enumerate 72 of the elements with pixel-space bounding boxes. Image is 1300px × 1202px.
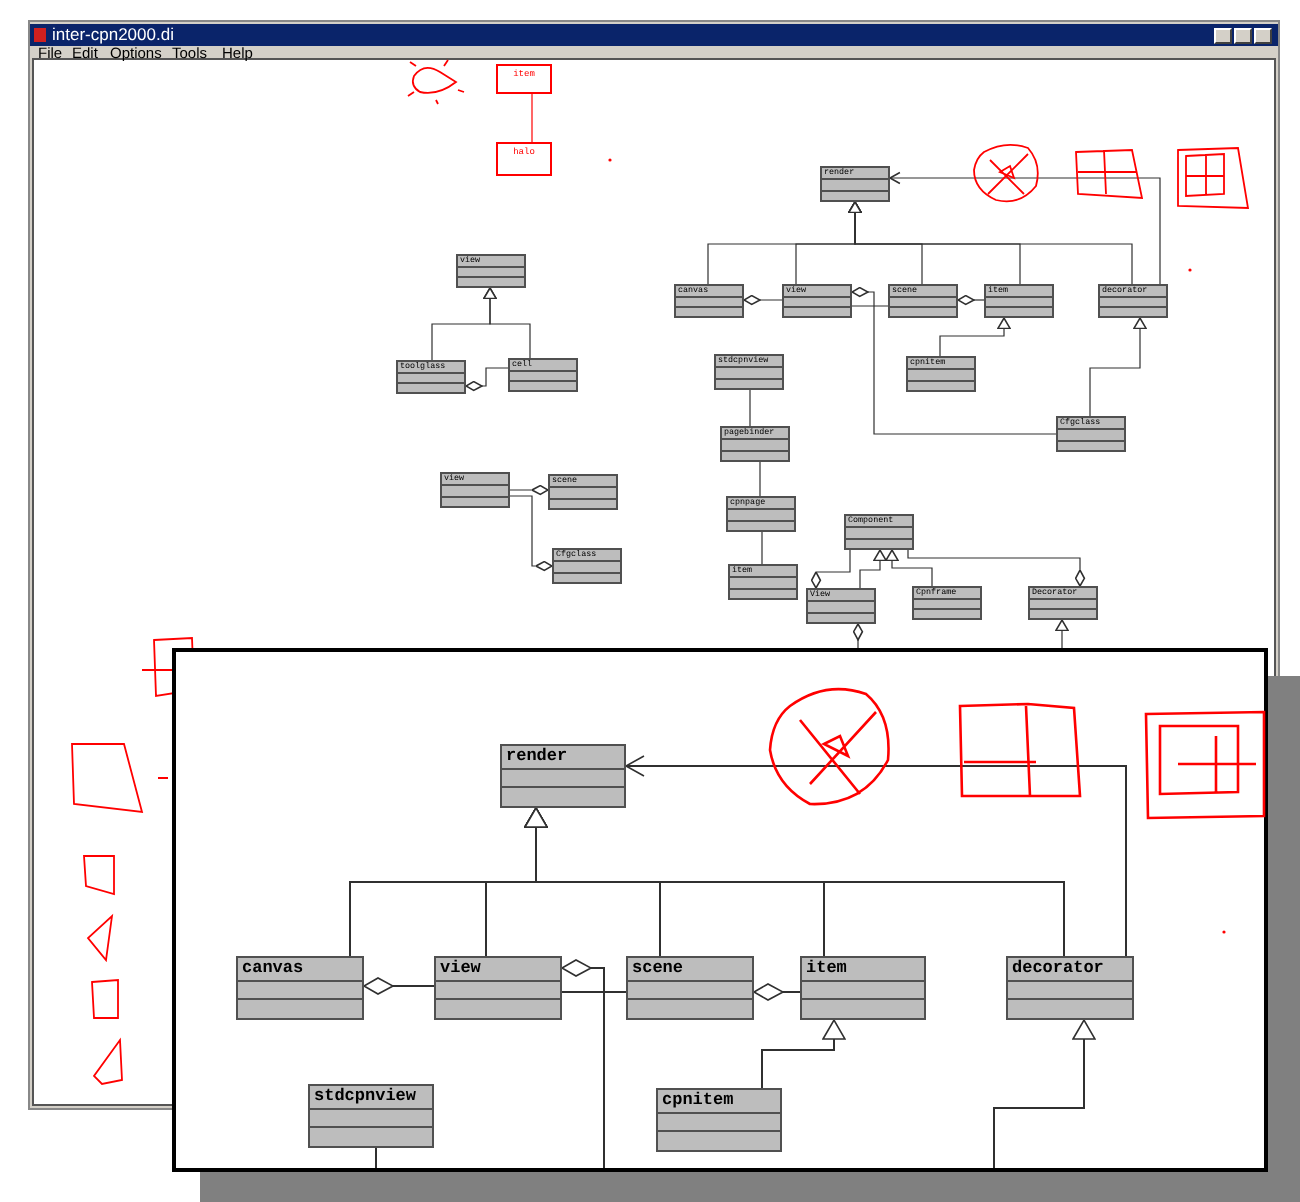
connector-line — [561, 991, 627, 993]
window-title: inter-cpn2000.di — [52, 26, 174, 44]
inheritance-arrow — [1055, 619, 1069, 649]
class-box — [552, 548, 622, 584]
inheritance-arrow — [761, 1019, 846, 1089]
class-name: canvas — [240, 958, 306, 979]
class-box — [1056, 416, 1126, 452]
class-box — [440, 472, 510, 508]
class-box — [984, 284, 1054, 318]
class-box — [1028, 586, 1098, 620]
class-box — [714, 354, 784, 390]
aggregation-line — [851, 286, 1057, 435]
class-box — [844, 514, 914, 550]
class-box — [236, 956, 364, 1020]
inheritance-arrow — [483, 287, 531, 359]
inheritance-arrow — [848, 201, 1133, 285]
class-box — [508, 358, 578, 392]
class-box — [434, 956, 562, 1020]
association-arrow — [889, 171, 1161, 285]
inheritance-arrow — [1089, 317, 1147, 417]
sketch-box — [496, 142, 552, 176]
sketch-box — [496, 64, 552, 94]
class-box — [728, 564, 798, 600]
aggregation-line — [509, 495, 553, 572]
class-box — [456, 254, 526, 288]
aggregation-line — [363, 977, 435, 995]
aggregation-line — [907, 549, 1086, 587]
aggregation-line — [509, 484, 549, 496]
association-arrow — [625, 755, 1127, 957]
class-box — [720, 426, 790, 462]
class-box — [500, 744, 626, 808]
class-box — [906, 356, 976, 392]
aggregation-line — [753, 983, 801, 1001]
class-box — [656, 1088, 782, 1152]
class-box — [726, 496, 796, 532]
inheritance-arrow — [859, 549, 887, 589]
class-name: cpnitem — [660, 1090, 736, 1111]
inheritance-arrow — [993, 1019, 1096, 1169]
connector-line — [375, 1147, 377, 1169]
aggregation-line — [743, 294, 783, 306]
class-box — [1098, 284, 1168, 318]
class-box — [308, 1084, 434, 1148]
inheritance-arrow — [885, 549, 933, 587]
class-box — [800, 956, 926, 1020]
connector-line — [749, 389, 751, 427]
inheritance-arrow — [524, 807, 1065, 957]
aggregation-line — [957, 294, 985, 306]
class-box — [396, 360, 466, 394]
class-name: stdcpnview — [312, 1086, 419, 1107]
class-box — [1006, 956, 1134, 1020]
class-name: item — [804, 958, 849, 979]
connector-line — [759, 461, 761, 497]
connector-line — [761, 531, 763, 565]
class-name: decorator — [1010, 958, 1106, 979]
aggregation-line — [561, 959, 605, 1169]
class-box — [912, 586, 982, 620]
class-box — [674, 284, 744, 318]
class-box — [888, 284, 958, 318]
class-box — [626, 956, 754, 1020]
class-name: render — [504, 746, 570, 767]
class-box — [806, 588, 876, 624]
aggregation-line — [810, 549, 851, 589]
class-box — [820, 166, 890, 202]
inheritance-arrow — [939, 317, 1011, 357]
aggregation-line — [465, 367, 509, 392]
connector-line — [851, 305, 889, 307]
aggregation-line — [852, 623, 864, 649]
connector-line — [531, 93, 533, 143]
class-box — [782, 284, 852, 318]
class-name: scene — [630, 958, 686, 979]
class-name: view — [438, 958, 483, 979]
class-box — [548, 474, 618, 510]
